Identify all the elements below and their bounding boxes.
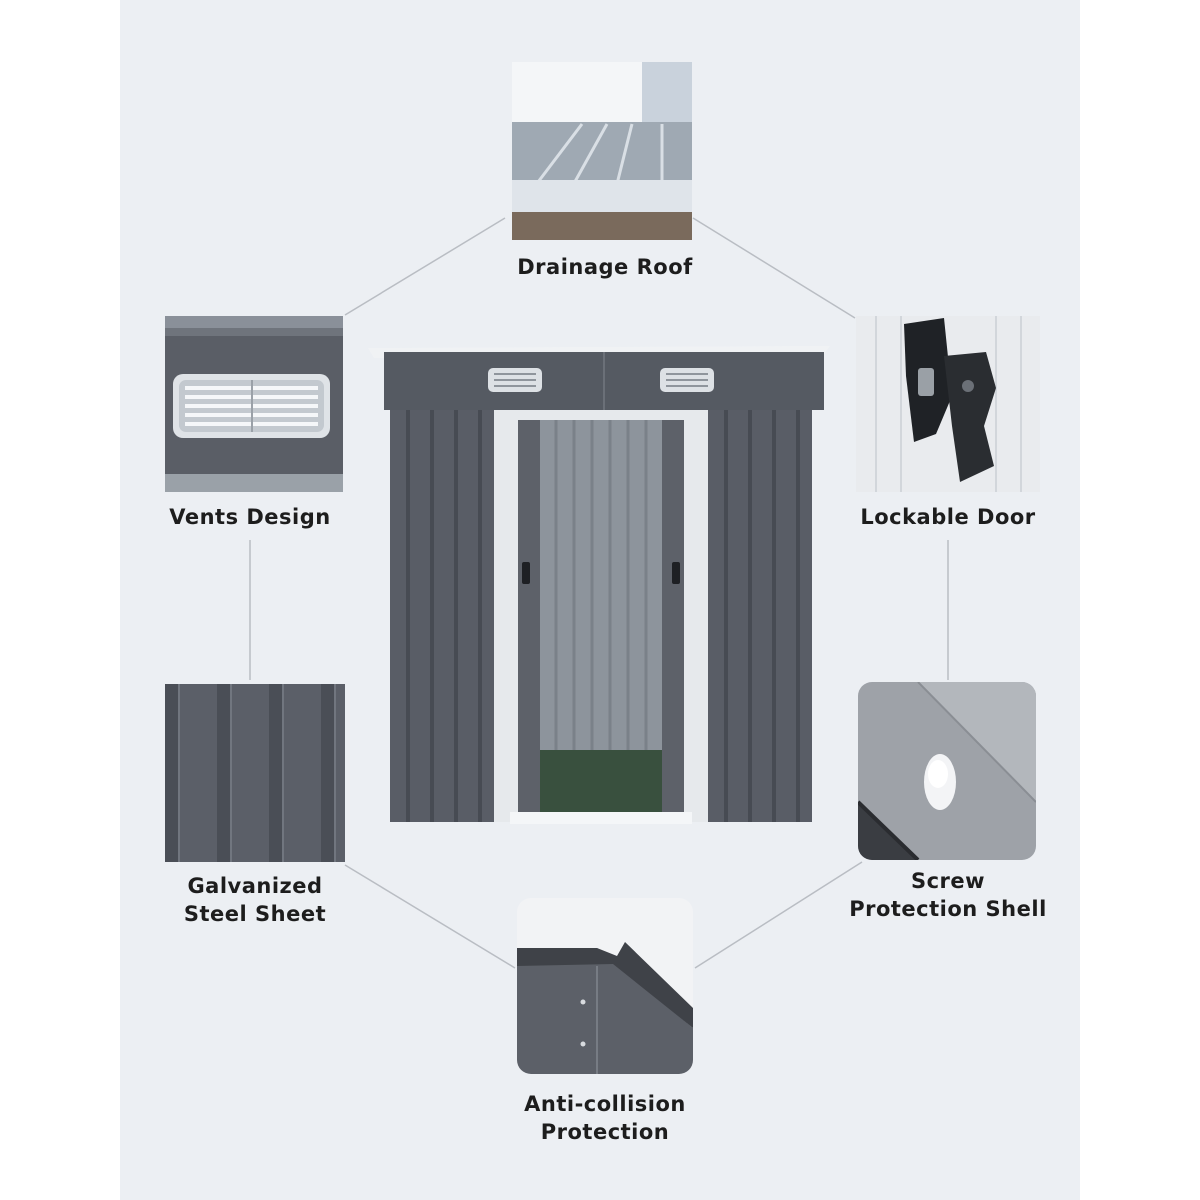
galvanized-steel-line1: Galvanized [187,874,323,898]
screw-protection-image [858,682,1036,860]
galvanized-steel-label: Galvanized Steel Sheet [130,872,380,928]
lockable-door-image [856,316,1040,492]
connector-screw-collision [694,861,863,969]
screw-protection-line1: Screw [910,869,986,893]
vents-design-label: Vents Design [130,503,370,531]
galvanized-steel-image [165,684,345,862]
drainage-roof-image [512,62,692,240]
connector-roof-lock [692,217,856,319]
screw-protection-line2: Protection Shell [849,897,1047,921]
drainage-roof-label: Drainage Roof [470,253,740,281]
vents-design-image [165,316,343,492]
screw-protection-label: Screw Protection Shell [820,867,1076,923]
connector-roof-vents [344,217,506,316]
anti-collision-line2: Protection [540,1120,670,1144]
drainage-roof-text: Drainage Roof [517,255,693,279]
lockable-door-text: Lockable Door [860,505,1036,529]
vents-design-text: Vents Design [169,505,331,529]
galvanized-steel-line2: Steel Sheet [183,902,327,926]
lockable-door-label: Lockable Door [820,503,1076,531]
anti-collision-image [517,898,693,1074]
connector-steel-collision [344,864,516,969]
anti-collision-label: Anti-collision Protection [475,1090,735,1146]
anti-collision-line1: Anti-collision [524,1092,686,1116]
shed-main-image [360,340,840,840]
